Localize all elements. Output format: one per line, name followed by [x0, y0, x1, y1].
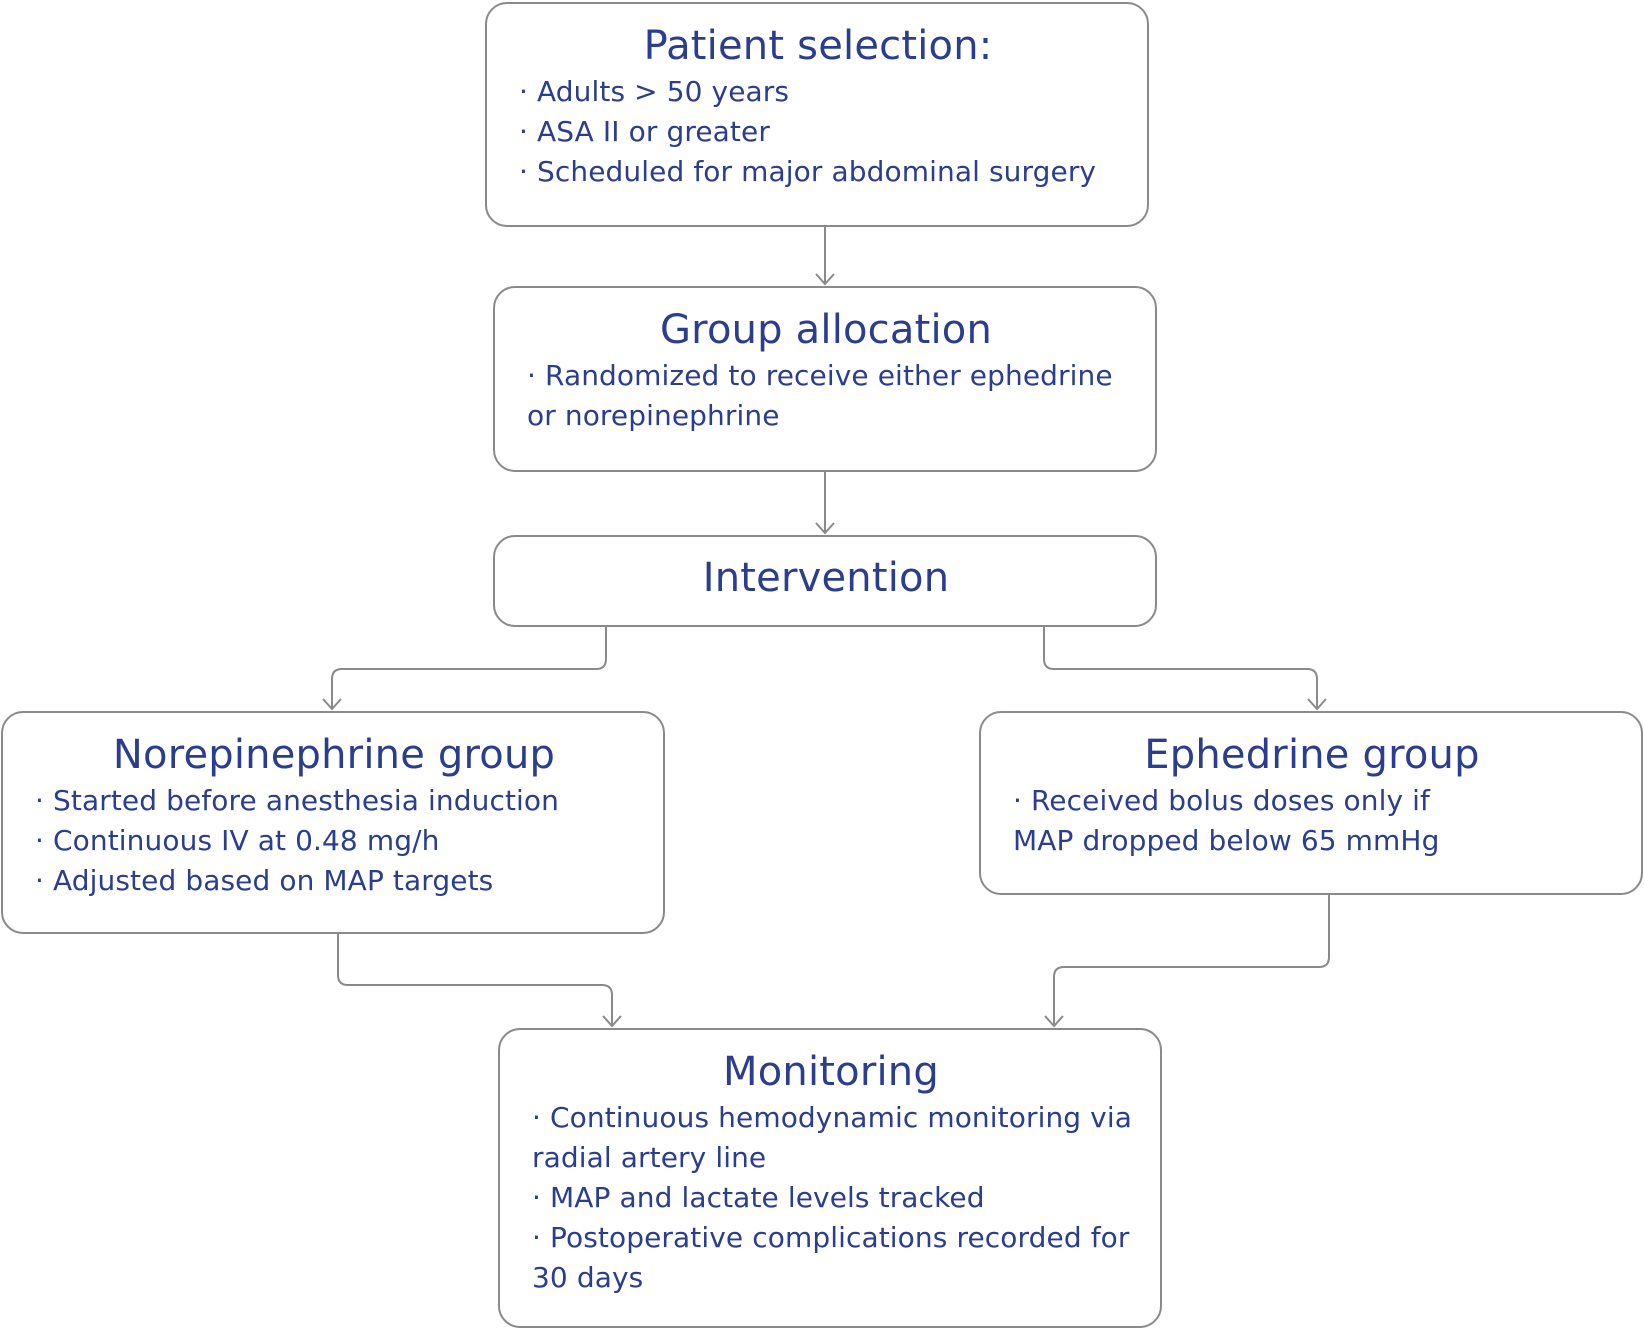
connector-norepinephrine-to-monitoring	[337, 934, 613, 1026]
norepinephrine-group-details: · Started before anesthesia induction · …	[35, 781, 633, 901]
norepinephrine-line: · Adjusted based on MAP targets	[35, 864, 494, 897]
norepinephrine-group-title: Norepinephrine group	[112, 732, 556, 778]
criteria-line: · ASA II or greater	[519, 115, 770, 148]
monitoring-title: Monitoring	[723, 1049, 939, 1095]
monitoring-details: · Continuous hemodynamic monitoring via …	[532, 1098, 1132, 1298]
ephedrine-line: · Received bolus doses only if	[1013, 784, 1430, 817]
ephedrine-group-title: Ephedrine group	[1144, 732, 1480, 778]
monitoring-line: · Postoperative complications recorded f…	[532, 1221, 1130, 1254]
monitoring-line: · MAP and lactate levels tracked	[532, 1181, 985, 1214]
group-allocation-details: · Randomized to receive either ephedrine…	[527, 356, 1125, 436]
ephedrine-group-details: · Received bolus doses only if MAP dropp…	[1013, 781, 1611, 861]
connector-intervention-to-ephedrine	[1043, 627, 1318, 709]
criteria-line: · Scheduled for major abdominal surgery	[519, 155, 1097, 188]
arrowhead-norepinephrine	[322, 698, 342, 711]
arrowhead-monitoring-right	[1044, 1015, 1064, 1028]
ephedrine-line: MAP dropped below 65 mmHg	[1013, 824, 1440, 857]
patient-selection-box: Patient selection: · Adults > 50 years ·…	[485, 2, 1149, 227]
arrowhead-intervention	[815, 522, 835, 535]
monitoring-box: Monitoring · Continuous hemodynamic moni…	[498, 1028, 1162, 1328]
ephedrine-group-box: Ephedrine group · Received bolus doses o…	[979, 711, 1643, 895]
monitoring-line: · Continuous hemodynamic monitoring via	[532, 1101, 1132, 1134]
connector-ephedrine-to-monitoring	[1053, 895, 1330, 1026]
group-allocation-box: Group allocation · Randomized to receive…	[493, 286, 1157, 472]
intervention-title: Intervention	[702, 555, 950, 601]
patient-selection-criteria: · Adults > 50 years · ASA II or greater …	[519, 72, 1117, 192]
allocation-line: · Randomized to receive either ephedrine	[527, 359, 1113, 392]
norepinephrine-group-box: Norepinephrine group · Started before an…	[1, 711, 665, 934]
monitoring-line: 30 days	[532, 1261, 644, 1294]
intervention-box: Intervention	[493, 535, 1157, 627]
arrowhead-ephedrine	[1307, 698, 1327, 711]
patient-selection-title: Patient selection:	[643, 23, 993, 69]
arrowhead-allocation	[815, 273, 835, 286]
allocation-line: or norepinephrine	[527, 399, 780, 432]
monitoring-line: radial artery line	[532, 1141, 767, 1174]
arrowhead-monitoring-left	[602, 1015, 622, 1028]
norepinephrine-line: · Started before anesthesia induction	[35, 784, 559, 817]
connector-intervention-to-norepinephrine	[331, 627, 607, 709]
norepinephrine-line: · Continuous IV at 0.48 mg/h	[35, 824, 440, 857]
group-allocation-title: Group allocation	[659, 307, 993, 353]
criteria-line: · Adults > 50 years	[519, 75, 790, 108]
